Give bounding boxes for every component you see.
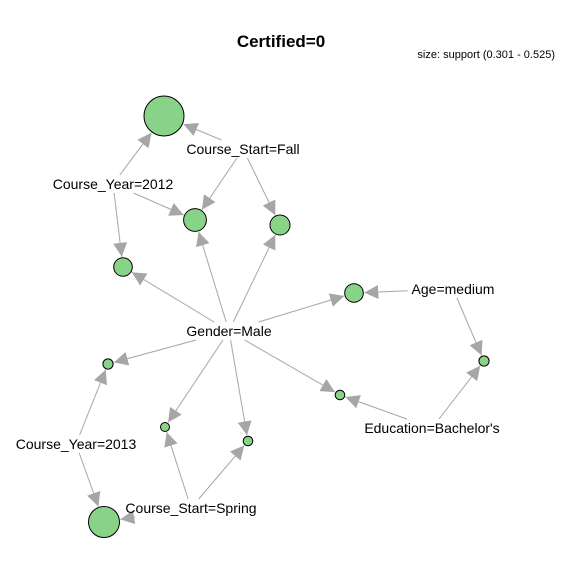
rule-node-r10[interactable] (160, 422, 170, 432)
edge-course-year-2012-to-r1 (119, 132, 152, 176)
edge-gender-male-to-r4 (131, 271, 215, 323)
edge-gender-male-to-r5 (258, 293, 345, 323)
item-labels-layer: Course_Start=FallCourse_Year=2012Age=med… (16, 141, 500, 516)
graph-title: Certified=0 (237, 32, 325, 51)
edge-course-start-fall-to-r1 (183, 123, 222, 141)
size-legend: size: support (0.301 - 0.525) (417, 49, 555, 61)
edge-course-start-spring-to-r9 (198, 445, 245, 500)
rule-nodes-layer (88, 95, 490, 538)
rule-node-r9[interactable] (242, 435, 254, 447)
edge-course-year-2013-to-r7 (79, 369, 108, 436)
edge-gender-male-to-r3 (232, 234, 276, 323)
edge-course-start-fall-to-r3 (246, 157, 276, 216)
edge-course-year-2013-to-r11 (78, 452, 101, 507)
edge-gender-male-to-r10 (167, 339, 224, 423)
edge-course-year-2012-to-r4 (113, 192, 128, 257)
edge-gender-male-to-r8 (244, 339, 336, 393)
rule-node-r11[interactable] (88, 506, 120, 538)
rule-node-r6[interactable] (478, 355, 490, 367)
edge-gender-male-to-r9 (230, 339, 252, 436)
item-label-age-medium: Age=medium (412, 281, 495, 297)
edge-education-bachelors-to-r8 (345, 395, 408, 420)
edge-education-bachelors-to-r6 (438, 365, 481, 420)
rule-node-r1[interactable] (143, 95, 185, 137)
edge-course-start-spring-to-r10 (164, 432, 189, 500)
rule-node-r5[interactable] (344, 283, 364, 303)
item-label-course-year-2012: Course_Year=2012 (53, 176, 174, 192)
edges-layer (78, 123, 483, 525)
rule-node-r3[interactable] (269, 214, 291, 236)
edge-age-medium-to-r5 (364, 285, 408, 300)
edge-course-start-fall-to-r2 (201, 157, 238, 211)
edge-gender-male-to-r7 (113, 339, 197, 366)
edge-age-medium-to-r6 (456, 297, 483, 356)
item-label-course-year-2013: Course_Year=2013 (16, 436, 137, 452)
rule-node-r2[interactable] (183, 208, 207, 232)
edge-course-start-spring-to-r11 (120, 510, 136, 525)
edge-course-year-2012-to-r2 (133, 192, 184, 216)
rule-node-r8[interactable] (334, 389, 346, 401)
item-label-course-start-spring: Course_Start=Spring (125, 500, 256, 516)
item-label-course-start-fall: Course_Start=Fall (186, 141, 299, 157)
edge-gender-male-to-r2 (196, 231, 227, 323)
item-label-gender-male: Gender=Male (186, 323, 271, 339)
rule-node-r7[interactable] (102, 358, 114, 370)
item-label-education-bachelors: Education=Bachelor's (364, 420, 499, 436)
rule-node-r4[interactable] (113, 257, 133, 277)
